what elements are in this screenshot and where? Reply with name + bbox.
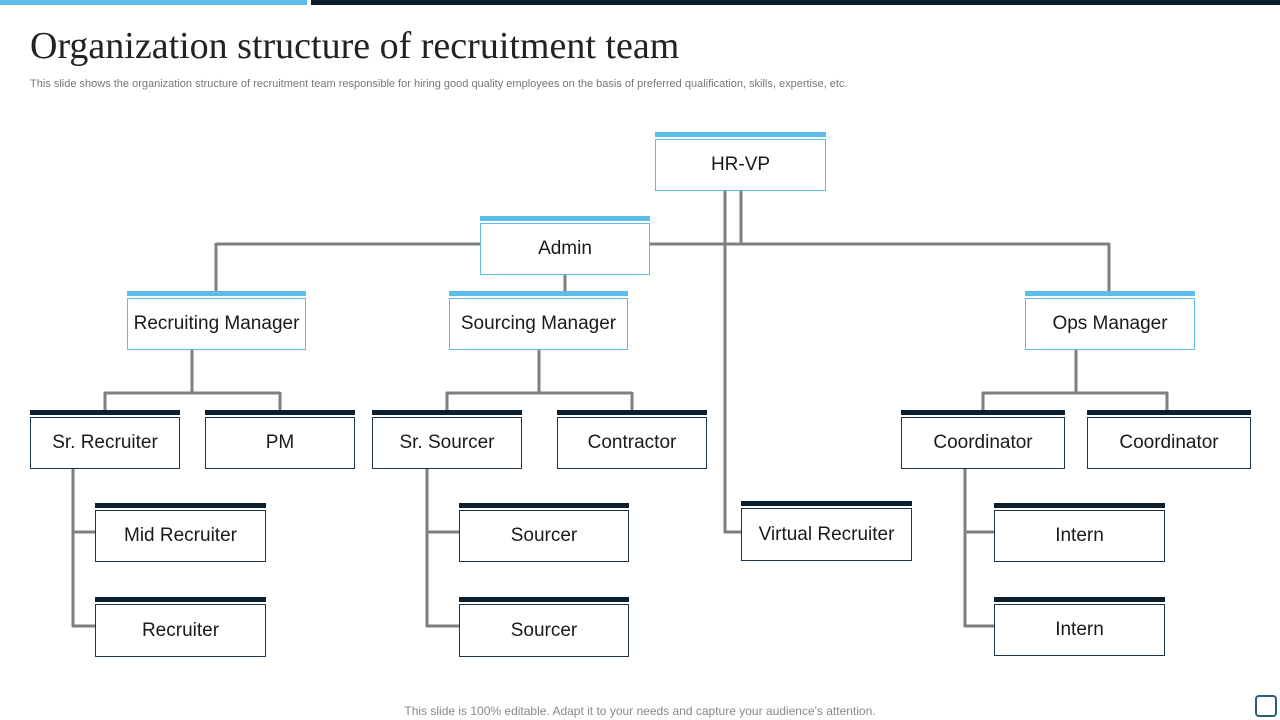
node-label: Recruiter (141, 619, 220, 641)
node-sourcer-1: Sourcer (459, 503, 629, 562)
node-accent-bar (994, 597, 1165, 602)
node-accent-bar (127, 291, 306, 296)
node-label: HR-VP (710, 154, 771, 175)
node-ops-manager: Ops Manager (1025, 291, 1195, 350)
node-accent-bar (372, 410, 522, 415)
node-recruiter: Recruiter (95, 597, 266, 657)
node-accent-bar (459, 503, 629, 508)
node-label: Intern (1055, 619, 1104, 640)
top-accent-bar-dark (311, 0, 1280, 5)
page-subtitle: This slide shows the organization struct… (30, 78, 848, 90)
node-accent-bar (480, 216, 650, 221)
node-sourcing-manager: Sourcing Manager (449, 291, 628, 350)
node-label: Contractor (587, 432, 677, 453)
node-accent-bar (459, 597, 629, 602)
footer-note: This slide is 100% editable. Adapt it to… (404, 704, 876, 718)
node-label: PM (265, 432, 295, 453)
node-accent-bar (449, 291, 628, 296)
node-label: Sourcing Manager (460, 313, 617, 334)
node-sr-recruiter: Sr. Recruiter (30, 410, 180, 469)
node-label: Admin (538, 238, 592, 259)
node-accent-bar (95, 597, 266, 602)
node-pm: PM (205, 410, 355, 469)
node-accent-bar (655, 132, 826, 137)
node-label: Sr. Recruiter (52, 432, 158, 453)
page-title: Organization structure of recruitment te… (30, 25, 680, 67)
node-admin: Admin (480, 216, 650, 275)
node-sourcer-2: Sourcer (459, 597, 629, 657)
slide-corner-icon[interactable] (1255, 695, 1277, 717)
node-accent-bar (994, 503, 1165, 508)
node-contractor: Contractor (557, 410, 707, 469)
node-label: Mid Recruiter (124, 525, 237, 546)
node-accent-bar (741, 501, 912, 506)
node-label: Sourcer (510, 525, 578, 546)
node-label: Sr. Sourcer (399, 432, 495, 453)
node-coordinator-1: Coordinator (901, 410, 1065, 469)
node-coordinator-2: Coordinator (1087, 410, 1251, 469)
node-label: Coordinator (933, 432, 1033, 453)
node-accent-bar (30, 410, 180, 415)
node-label: Intern (1055, 525, 1104, 546)
node-label: Recruiting Manager (133, 313, 300, 334)
node-accent-bar (205, 410, 355, 415)
node-label: Coordinator (1119, 432, 1219, 453)
node-mid-recruiter: Mid Recruiter (95, 503, 266, 562)
node-virtual-recruiter: Virtual Recruiter (741, 501, 912, 561)
top-accent-bar-light (0, 0, 307, 5)
node-sr-sourcer: Sr. Sourcer (372, 410, 522, 469)
node-accent-bar (1025, 291, 1195, 296)
node-label: Sourcer (510, 619, 578, 641)
node-intern-1: Intern (994, 503, 1165, 562)
node-hr-vp: HR-VP (655, 132, 826, 191)
node-accent-bar (557, 410, 707, 415)
node-accent-bar (1087, 410, 1251, 415)
node-label: Ops Manager (1052, 313, 1168, 334)
node-label: Virtual Recruiter (758, 523, 895, 545)
node-accent-bar (901, 410, 1065, 415)
node-intern-2: Intern (994, 597, 1165, 656)
node-accent-bar (95, 503, 266, 508)
node-recruiting-manager: Recruiting Manager (127, 291, 306, 350)
